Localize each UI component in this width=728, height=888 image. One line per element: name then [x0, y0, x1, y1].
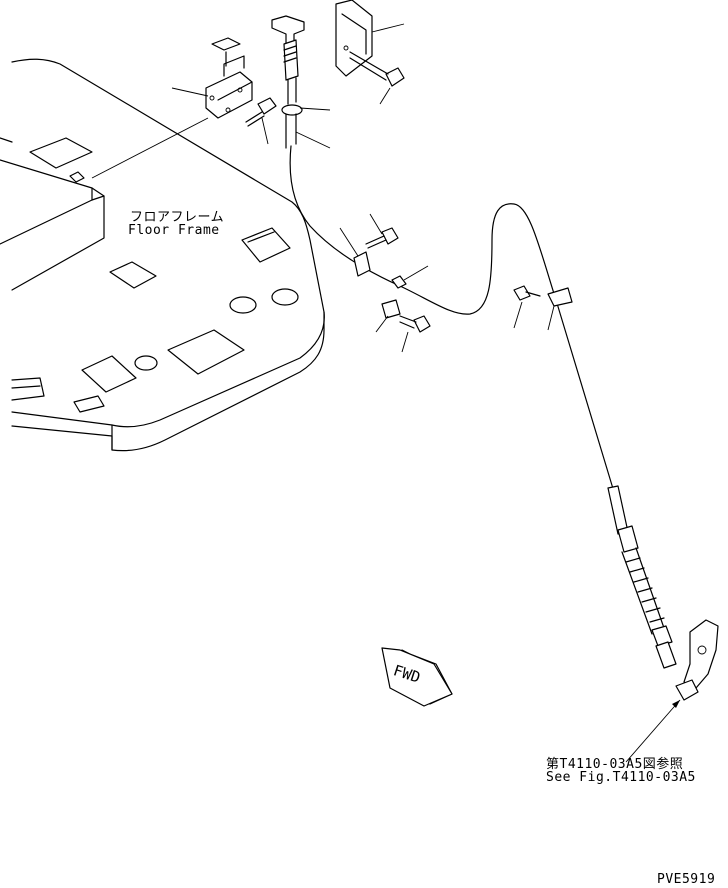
fwd-arrow-symbol: FWD	[381, 647, 453, 707]
see-fig-label-en: See Fig.T4110-03A5	[546, 770, 696, 785]
control-cable	[289, 145, 615, 493]
floor-frame-label-jp: フロアフレーム	[130, 210, 225, 225]
mounting-bracket	[171, 37, 277, 145]
drawing-code: PVE5919	[657, 872, 716, 887]
floor-frame-label-en: Floor Frame	[128, 223, 220, 238]
floor-frame	[0, 58, 325, 452]
cable-end-assembly	[607, 485, 719, 763]
see-fig-label-jp: 第T4110-03A5図参照	[546, 757, 684, 772]
pull-handle	[271, 15, 331, 149]
cover-plate	[335, 0, 405, 105]
